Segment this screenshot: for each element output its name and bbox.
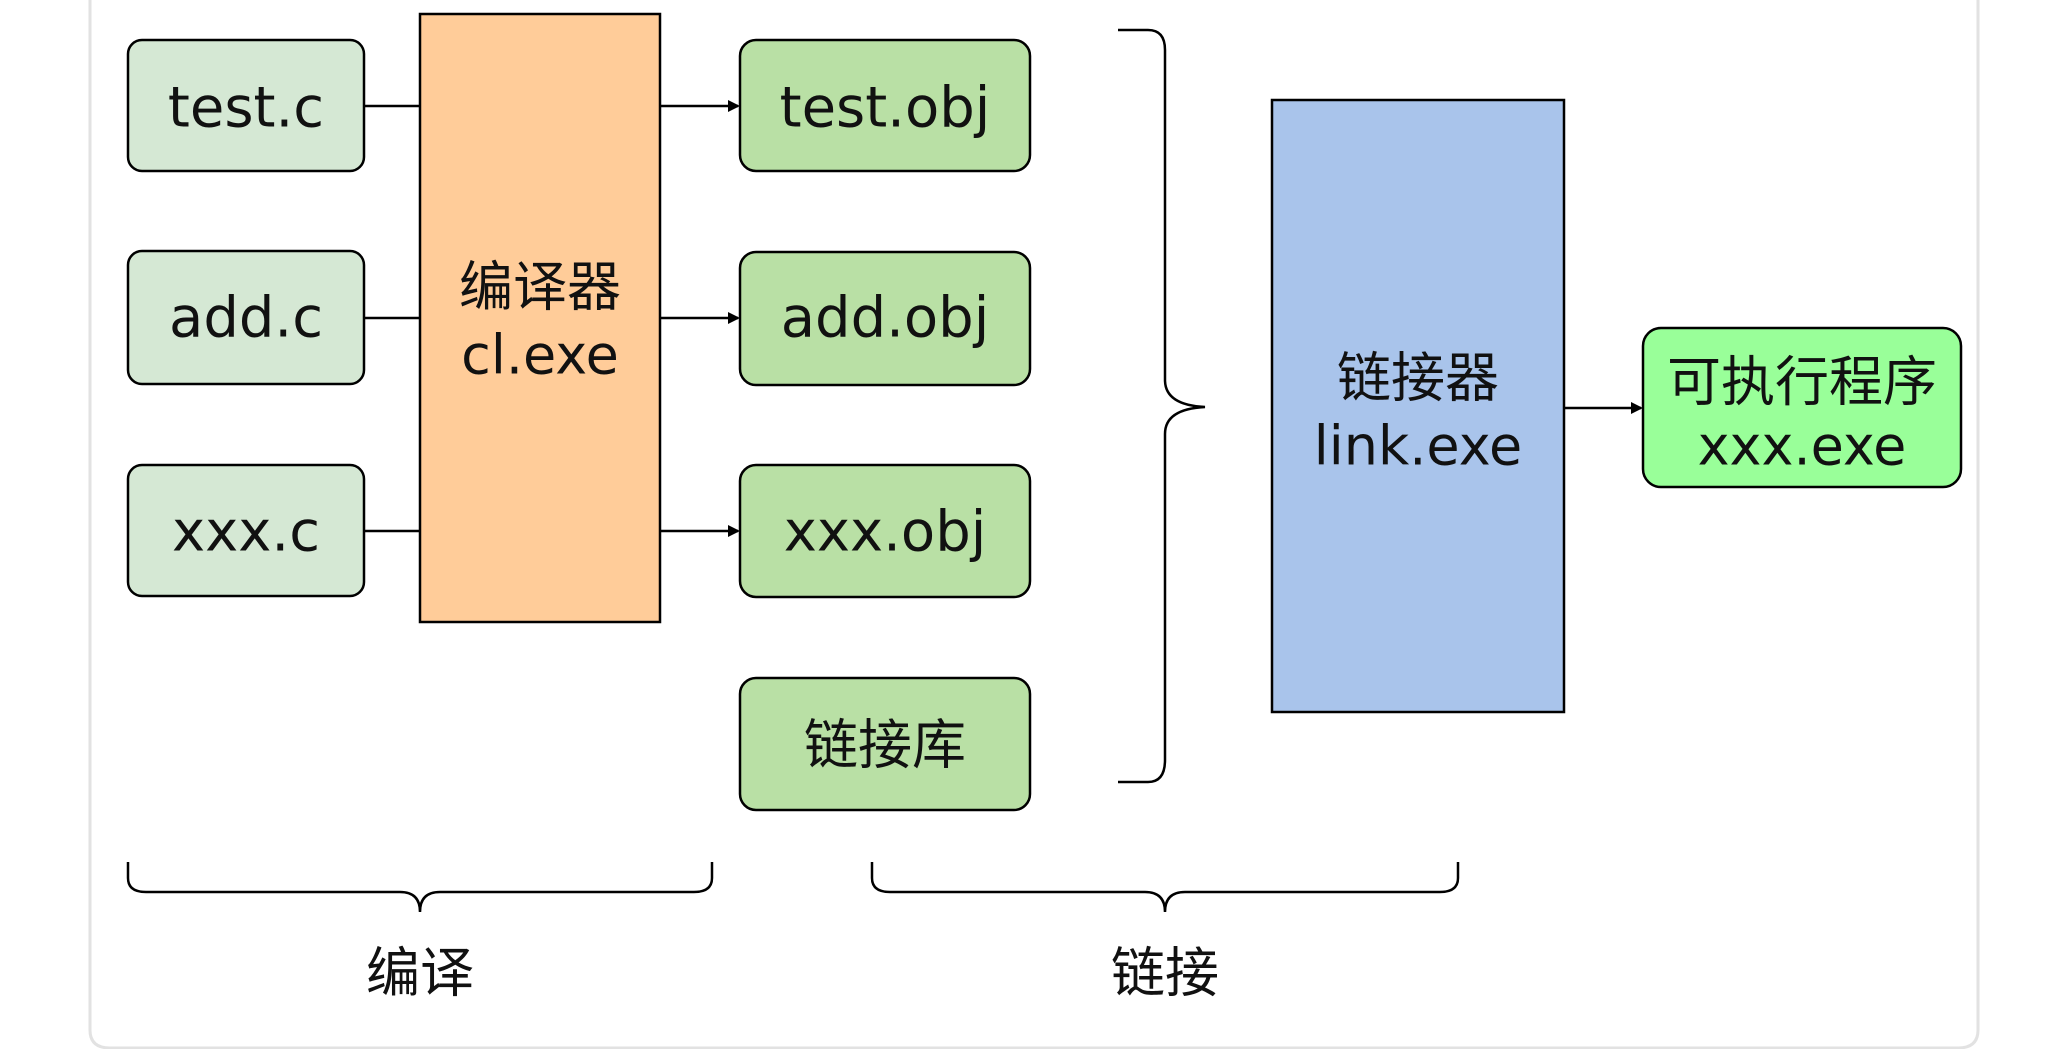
- link-stage-brace: [870, 862, 1460, 913]
- object-file-add-obj: add.obj: [738, 250, 1032, 387]
- source-file-label: add.c: [169, 286, 323, 351]
- compile-stage-brace: [126, 862, 714, 913]
- output-executable: 可执行程序 xxx.exe: [1641, 326, 1963, 489]
- source-file-xxx-c: xxx.c: [126, 463, 366, 598]
- object-file-xxx-obj: xxx.obj: [738, 463, 1032, 599]
- object-file-test-obj: test.obj: [738, 38, 1032, 173]
- object-file-label: xxx.obj: [784, 500, 987, 565]
- source-file-add-c: add.c: [126, 249, 366, 386]
- link-inputs-brace: [1118, 28, 1206, 784]
- linker-block: 链接器 link.exe: [1270, 98, 1566, 714]
- card-frame: [88, 0, 1980, 1049]
- output-title: 可执行程序: [1667, 351, 1937, 414]
- output-filename: xxx.exe: [1698, 415, 1907, 478]
- link-stage-label: 链接: [1111, 942, 1219, 1005]
- source-file-label: test.c: [168, 76, 324, 141]
- compiler-title: 编译器: [459, 256, 621, 319]
- source-file-label: xxx.c: [172, 500, 320, 565]
- link-library-label: 链接库: [804, 714, 966, 777]
- linker-title: 链接器: [1337, 347, 1499, 410]
- source-file-test-c: test.c: [126, 38, 366, 173]
- compile-stage-label: 编译: [366, 942, 474, 1005]
- compiler-block: 编译器 cl.exe: [418, 12, 662, 624]
- link-library: 链接库: [738, 676, 1032, 812]
- compiler-executable: cl.exe: [461, 324, 619, 387]
- object-file-label: test.obj: [780, 76, 991, 141]
- object-file-label: add.obj: [781, 286, 990, 351]
- linker-executable: link.exe: [1314, 415, 1522, 478]
